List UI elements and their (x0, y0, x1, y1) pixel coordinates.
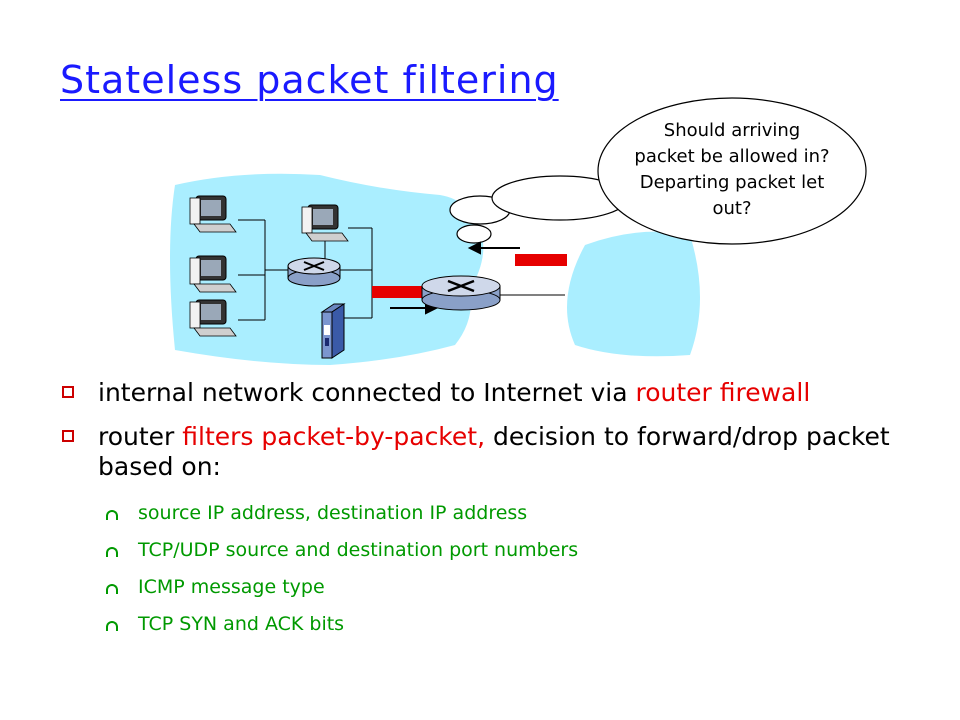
thought-bubble-small (456, 224, 492, 244)
callout-line: out? (712, 198, 752, 219)
arch-bullet-icon (106, 621, 118, 631)
inbound-arrow (467, 241, 520, 255)
server-icon (320, 303, 346, 359)
sub-bullet-item: ICMP message type (62, 574, 942, 600)
workstation-icon (189, 255, 237, 293)
sub-bullet-text: TCP/UDP source and destination port numb… (138, 539, 579, 561)
callout-line: packet be allowed in? (634, 146, 830, 167)
callout-bubble (597, 97, 867, 245)
bullet-text: internal network connected to Internet v… (98, 378, 636, 407)
bullet-emphasis: router firewall (635, 378, 811, 407)
slide-title: Stateless packet filtering (60, 58, 559, 102)
arriving-packet (515, 254, 567, 266)
callout-line: Should arriving (663, 120, 801, 141)
sub-bullet-item: TCP SYN and ACK bits (62, 611, 942, 637)
square-bullet-icon (62, 386, 74, 398)
sub-bullet-item: source IP address, destination IP addres… (62, 500, 942, 526)
sub-bullet-item: TCP/UDP source and destination port numb… (62, 537, 942, 563)
departing-packet (372, 286, 425, 298)
workstation-icon (301, 204, 349, 242)
sub-bullet-text: TCP SYN and ACK bits (138, 613, 345, 635)
internet-cloud (567, 231, 700, 357)
arch-bullet-icon (106, 510, 118, 520)
arch-bullet-icon (106, 584, 118, 594)
sub-bullet-text: ICMP message type (138, 576, 325, 598)
bullet-list: internal network connected to Internet v… (62, 378, 942, 648)
internal-router-icon (287, 257, 341, 287)
square-bullet-icon (62, 430, 74, 442)
sub-bullet-text: source IP address, destination IP addres… (138, 502, 528, 524)
bullet-text: decision to forward/drop packet based on… (98, 422, 890, 481)
bullet-item: router filters packet-by-packet, decisio… (62, 422, 942, 482)
callout-line: Departing packet let (639, 172, 825, 193)
arch-bullet-icon (106, 547, 118, 557)
workstation-icon (189, 195, 237, 233)
firewall-router-icon (421, 275, 501, 311)
callout-text: Should arriving packet be allowed in? De… (606, 118, 858, 222)
bullet-text: router (98, 422, 183, 451)
bullet-emphasis: filters packet-by-packet, (182, 422, 486, 451)
sub-bullet-list: source IP address, destination IP addres… (62, 500, 942, 637)
workstation-icon (189, 299, 237, 337)
bullet-item: internal network connected to Internet v… (62, 378, 942, 408)
